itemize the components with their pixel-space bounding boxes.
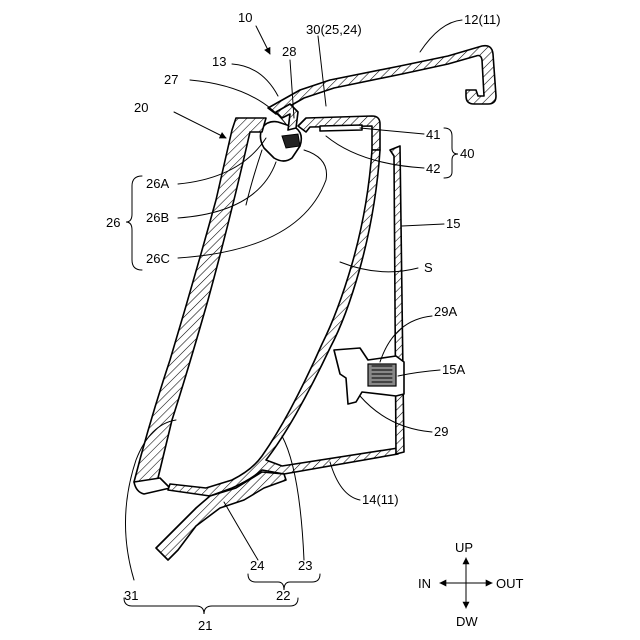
roof-panel-12 bbox=[268, 46, 496, 114]
compass-in-label: IN bbox=[418, 576, 431, 591]
leader-14 bbox=[330, 462, 360, 500]
label-22: 22 bbox=[276, 588, 290, 603]
label-13: 13 bbox=[212, 54, 226, 69]
brace-40 bbox=[444, 128, 458, 178]
label-24: 24 bbox=[250, 558, 264, 573]
label-S: S bbox=[424, 260, 433, 275]
leader-41 bbox=[360, 128, 424, 134]
label-30: 30(25,24) bbox=[306, 22, 362, 37]
label-26: 26 bbox=[106, 215, 120, 230]
glass-trim bbox=[134, 478, 170, 494]
brace-21 bbox=[124, 598, 298, 614]
outer-panel-15 bbox=[390, 146, 404, 454]
compass-up-label: UP bbox=[455, 540, 473, 555]
label-26B: 26B bbox=[146, 210, 169, 225]
label-23: 23 bbox=[298, 558, 312, 573]
leader-15 bbox=[402, 224, 444, 226]
label-20: 20 bbox=[134, 100, 148, 115]
leader-10 bbox=[256, 26, 270, 54]
label-21: 21 bbox=[198, 618, 212, 633]
label-31: 31 bbox=[124, 588, 138, 603]
label-41: 41 bbox=[426, 127, 440, 142]
nut-29A bbox=[368, 364, 396, 386]
compass-out-label: OUT bbox=[496, 576, 524, 591]
label-26C: 26C bbox=[146, 251, 170, 266]
leader-12 bbox=[420, 20, 462, 52]
leader-24 bbox=[224, 502, 258, 560]
label-29: 29 bbox=[434, 424, 448, 439]
bracket-40 bbox=[320, 125, 362, 131]
leader-23 bbox=[282, 436, 304, 560]
leader-29A bbox=[380, 316, 432, 362]
label-12: 12(11) bbox=[464, 12, 501, 27]
leader-26C bbox=[178, 150, 327, 258]
label-26A: 26A bbox=[146, 176, 169, 191]
label-28: 28 bbox=[282, 44, 296, 59]
inner-panel-14 bbox=[168, 150, 398, 496]
label-15: 15 bbox=[446, 216, 460, 231]
label-29A: 29A bbox=[434, 304, 457, 319]
label-10: 10 bbox=[238, 10, 252, 25]
label-14: 14(11) bbox=[362, 492, 399, 507]
compass-down-label: DW bbox=[456, 614, 478, 629]
brace-26 bbox=[126, 176, 142, 270]
leader-30 bbox=[318, 36, 326, 106]
label-27: 27 bbox=[164, 72, 178, 87]
leader-13 bbox=[232, 64, 278, 96]
label-42: 42 bbox=[426, 161, 440, 176]
label-15A: 15A bbox=[442, 362, 465, 377]
leader-20 bbox=[174, 112, 226, 138]
label-40: 40 bbox=[460, 146, 474, 161]
